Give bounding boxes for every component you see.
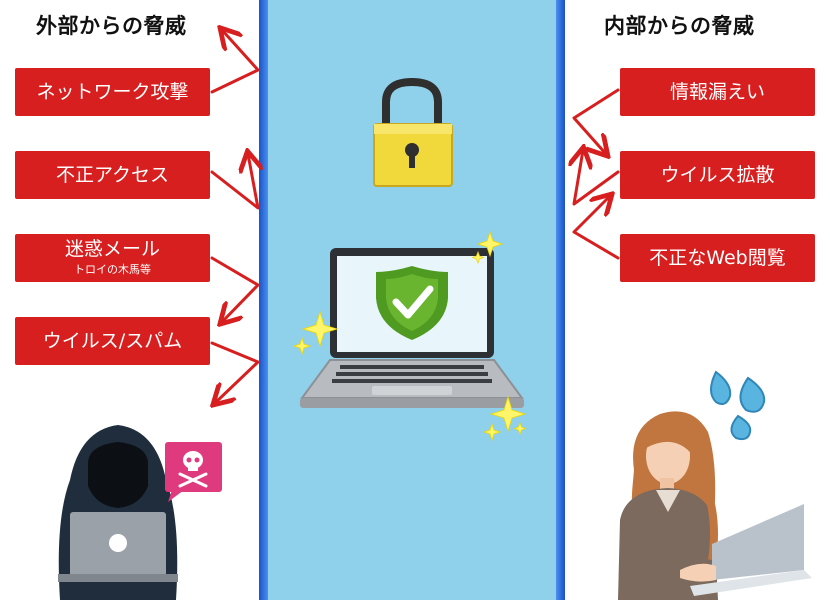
threat-virus-spread: ウイルス拡散 bbox=[620, 151, 815, 199]
right-firewall-edge bbox=[556, 0, 565, 600]
threat-sublabel: トロイの木馬等 bbox=[74, 263, 151, 277]
threat-label: ネットワーク攻撃 bbox=[36, 80, 189, 103]
threat-network-attack: ネットワーク攻撃 bbox=[15, 68, 210, 116]
threat-label: ウイルス拡散 bbox=[660, 163, 775, 186]
bounce-arrow bbox=[210, 30, 260, 94]
bounce-arrow bbox=[210, 256, 260, 322]
bounce-arrow bbox=[210, 154, 258, 210]
bounce-arrow bbox=[574, 150, 620, 206]
threat-virus-spam: ウイルス/スパム bbox=[15, 317, 210, 365]
threat-unauthorized-access: 不正アクセス bbox=[15, 151, 210, 199]
external-threats-heading: 外部からの脅威 bbox=[36, 14, 187, 38]
left-firewall-edge bbox=[259, 0, 268, 600]
threat-label: ウイルス/スパム bbox=[42, 329, 183, 352]
threat-improper-web-browsing: 不正なWeb閲覧 bbox=[620, 234, 815, 282]
bounce-arrow bbox=[572, 196, 620, 260]
bounce-arrow bbox=[212, 341, 260, 403]
bounce-arrow bbox=[572, 88, 620, 154]
threat-spam-mail: 迷惑メール トロイの木馬等 bbox=[15, 234, 210, 282]
threat-label: 迷惑メール bbox=[64, 238, 160, 261]
internal-threats-heading: 内部からの脅威 bbox=[604, 14, 755, 38]
threat-label: 情報漏えい bbox=[669, 80, 765, 103]
threat-label: 不正なWeb閲覧 bbox=[649, 246, 786, 269]
threat-information-leak: 情報漏えい bbox=[620, 68, 815, 116]
threat-label: 不正アクセス bbox=[55, 163, 170, 186]
